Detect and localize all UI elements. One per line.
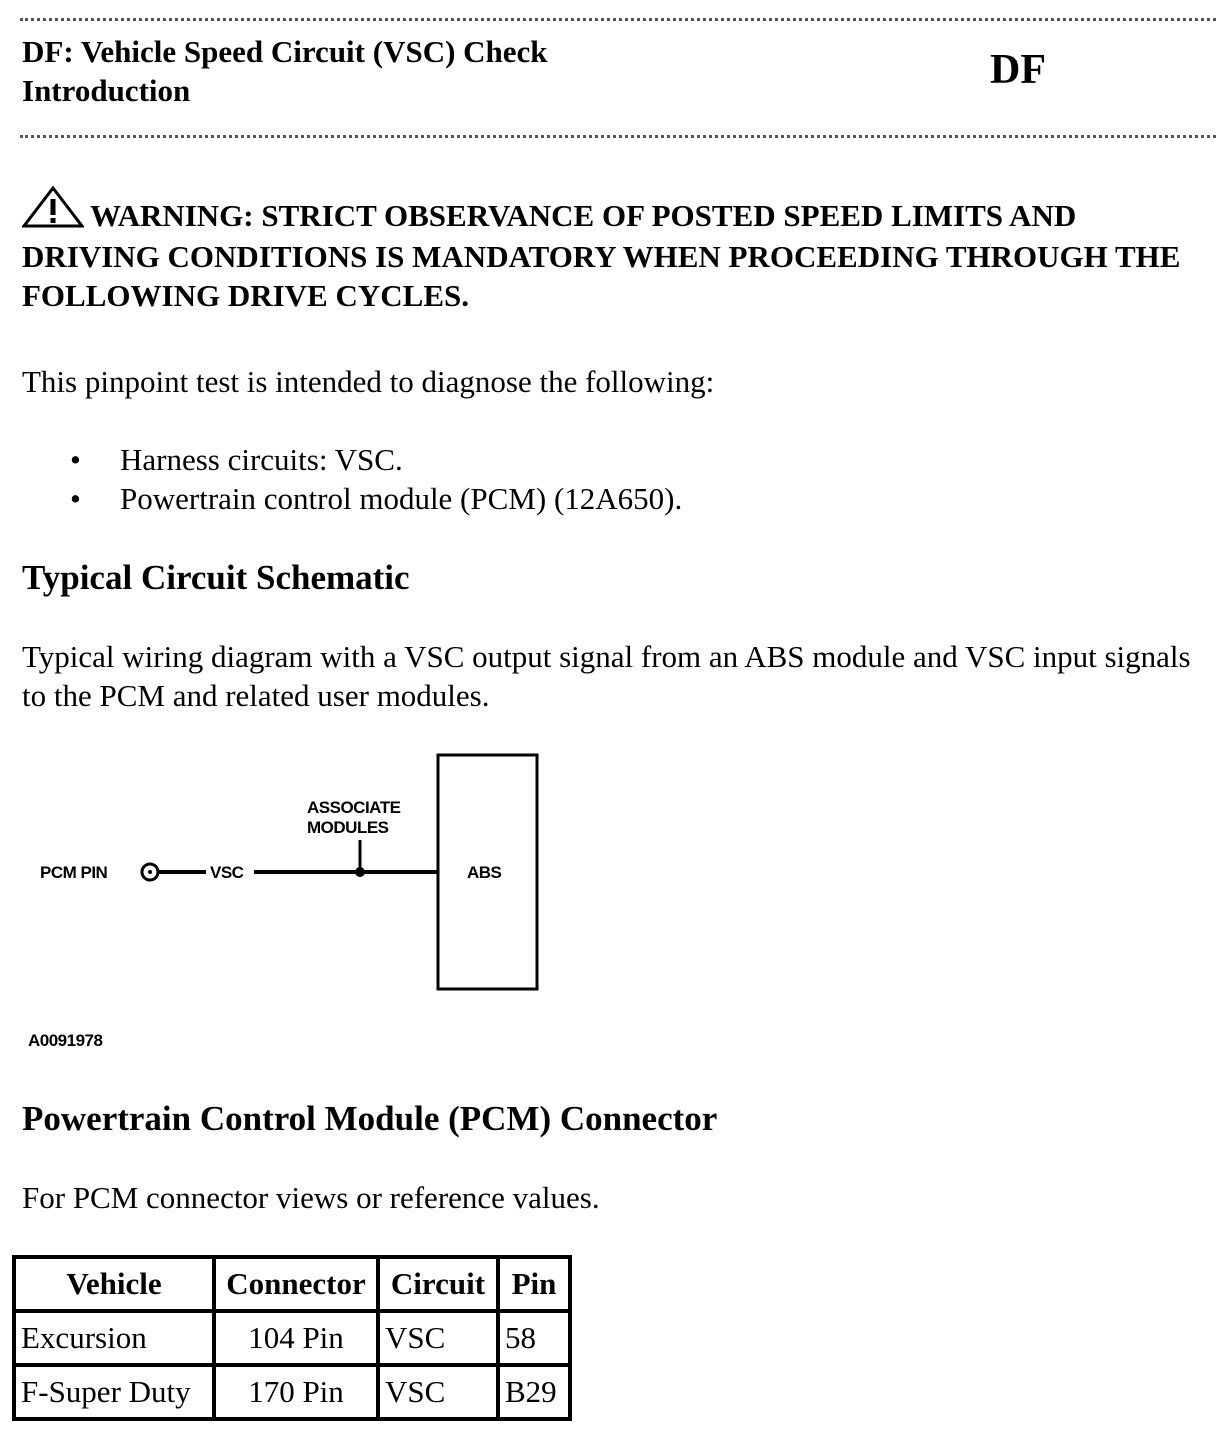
page-title-line-2: Introduction	[22, 73, 191, 108]
connector-description: For PCM connector views or reference val…	[22, 1180, 600, 1215]
table-header-row: Vehicle Connector Circuit Pin	[14, 1257, 570, 1311]
column-header-circuit: Circuit	[378, 1257, 498, 1311]
cell-connector: 104 Pin	[214, 1311, 378, 1365]
table-row: F-Super Duty 170 Pin VSC B29	[14, 1365, 570, 1419]
page-title: DF: Vehicle Speed Circuit (VSC) Check In…	[22, 32, 548, 110]
vsc-wire-label: VSC	[210, 863, 244, 882]
warning-block: WARNING: STRICT OBSERVANCE OF POSTED SPE…	[20, 185, 1202, 315]
abs-module-label: ABS	[467, 863, 502, 882]
column-header-pin: Pin	[498, 1257, 570, 1311]
cell-pin: 58	[498, 1311, 570, 1365]
figure-id: A0091978	[28, 1031, 103, 1050]
table-row: Excursion 104 Pin VSC 58	[14, 1311, 570, 1365]
top-divider	[20, 18, 1216, 21]
list-item: Powertrain control module (PCM) (12A650)…	[22, 479, 682, 518]
cell-vehicle: F-Super Duty	[14, 1365, 214, 1419]
column-header-vehicle: Vehicle	[14, 1257, 214, 1311]
warning-text: WARNING: STRICT OBSERVANCE OF POSTED SPE…	[22, 198, 1181, 313]
section-code: DF	[990, 47, 1046, 93]
splice-junction	[355, 867, 365, 877]
pin-table: Vehicle Connector Circuit Pin Excursion …	[12, 1255, 572, 1421]
cell-circuit: VSC	[378, 1365, 498, 1419]
pcm-pin-terminal-center	[148, 870, 152, 874]
associate-modules-label-line-2: MODULES	[307, 818, 389, 837]
header-divider	[20, 135, 1216, 138]
list-item: Harness circuits: VSC.	[22, 440, 682, 479]
cell-pin: B29	[498, 1365, 570, 1419]
column-header-connector: Connector	[214, 1257, 378, 1311]
cell-connector: 170 Pin	[214, 1365, 378, 1419]
cell-vehicle: Excursion	[14, 1311, 214, 1365]
schematic-heading: Typical Circuit Schematic	[22, 558, 410, 597]
associate-modules-label-line-1: ASSOCIATE	[307, 798, 401, 817]
page-title-line-1: DF: Vehicle Speed Circuit (VSC) Check	[22, 34, 548, 69]
intro-text: This pinpoint test is intended to diagno…	[22, 364, 715, 399]
abs-module-box	[436, 753, 539, 991]
circuit-schematic: PCM PIN VSC ASSOCIATE MODULES ABS	[40, 753, 539, 991]
connector-heading: Powertrain Control Module (PCM) Connecto…	[22, 1099, 718, 1138]
diagnosis-list: Harness circuits: VSC. Powertrain contro…	[22, 440, 682, 518]
warning-triangle-icon	[20, 185, 86, 237]
cell-circuit: VSC	[378, 1311, 498, 1365]
pcm-pin-label: PCM PIN	[40, 863, 108, 882]
schematic-description: Typical wiring diagram with a VSC output…	[22, 639, 1191, 713]
